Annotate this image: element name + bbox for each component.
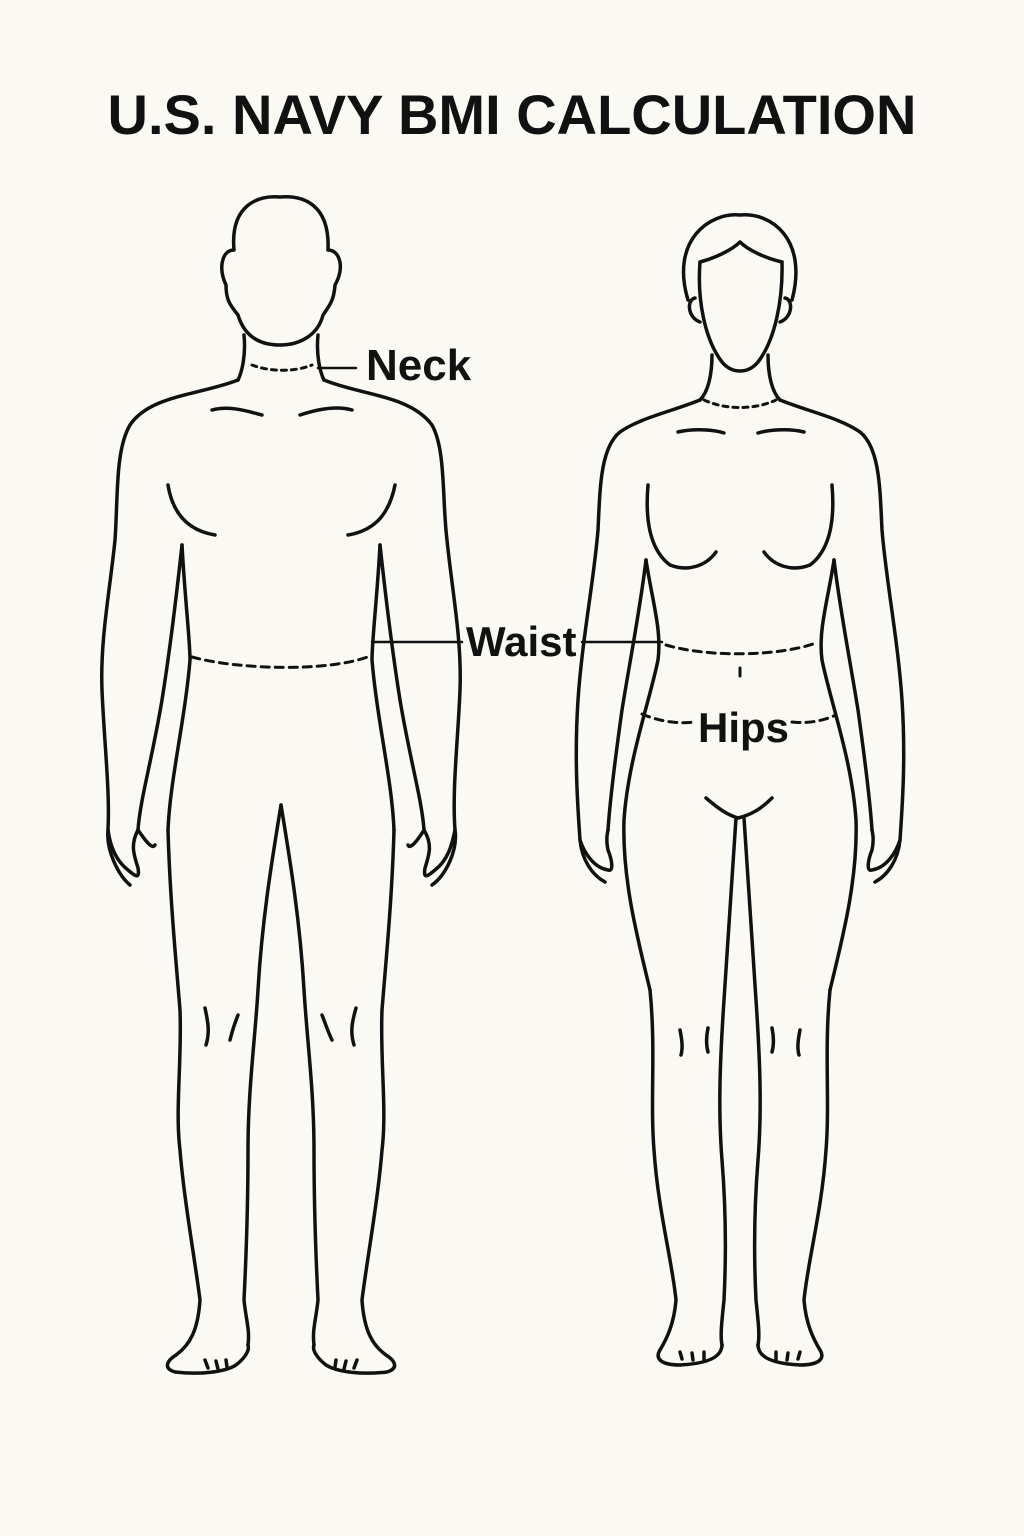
neck-label: Neck [366, 341, 472, 390]
female-neck-measure [702, 398, 778, 409]
male-figure [99, 195, 463, 1375]
female-waist-measure [664, 641, 818, 656]
male-neck-measure [250, 363, 314, 372]
female-figure [574, 213, 906, 1367]
page-title: U.S. NAVY BMI CALCULATION [107, 83, 917, 146]
hips-measure-right [790, 713, 838, 724]
male-waist-measure [190, 654, 372, 669]
hips-measure-left [640, 712, 696, 725]
hips-label: Hips [698, 704, 789, 751]
waist-label: Waist [466, 618, 576, 665]
